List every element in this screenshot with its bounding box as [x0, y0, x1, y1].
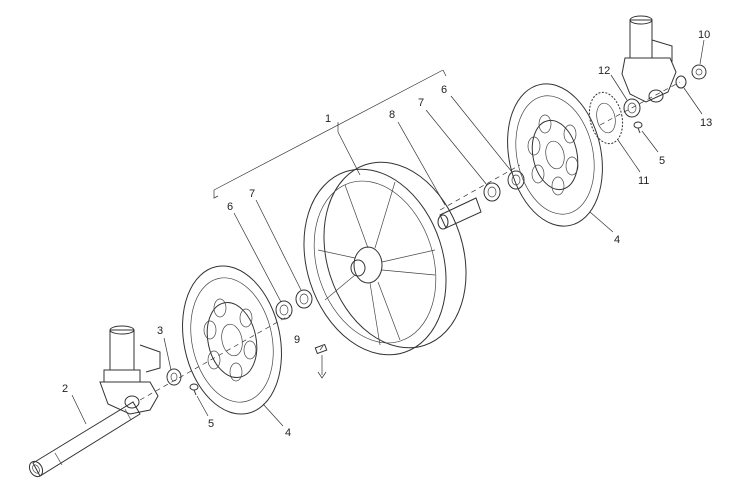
callout-4-left: 4: [285, 427, 291, 439]
callout-1: 1: [325, 113, 331, 125]
callout-7-right: 7: [418, 97, 424, 109]
callout-6-left: 6: [227, 201, 233, 213]
spacer-left: [166, 368, 182, 386]
callout-9: 9: [294, 334, 300, 346]
callout-7-left: 7: [249, 188, 255, 200]
callout-13: 13: [700, 117, 712, 129]
callout-4-right: 4: [614, 234, 620, 246]
right-seal: [507, 170, 525, 190]
valve: [314, 343, 328, 379]
callout-12: 12: [598, 65, 610, 77]
right-disc-screw: [633, 121, 643, 134]
leader-lines: [71, 39, 705, 427]
callout-8: 8: [389, 109, 395, 121]
callout-5-left: 5: [208, 418, 214, 430]
callout-10: 10: [698, 29, 710, 41]
left-bearing: [295, 289, 313, 309]
right-bearing: [483, 182, 501, 202]
left-fork-leg: [99, 325, 161, 415]
callout-11: 11: [638, 175, 649, 187]
front-axle: [28, 401, 141, 478]
callout-3: 3: [157, 325, 163, 337]
axis-lines: [139, 81, 681, 401]
spacer-tube: [437, 197, 482, 230]
right-fork-leg: [621, 15, 677, 103]
axle-nut: [691, 64, 707, 80]
right-spacer: [623, 98, 641, 118]
wheel-assembly-bracket: [213, 69, 447, 199]
phonic-wheel: [588, 91, 624, 145]
left-disc-screw: [189, 383, 199, 396]
callout-2: 2: [62, 383, 68, 395]
o-ring: [675, 75, 687, 89]
callout-6-right: 6: [441, 84, 447, 96]
left-brake-disc: [182, 265, 282, 415]
left-seal: [275, 300, 293, 320]
front-wheel-rim: [303, 161, 467, 356]
right-brake-disc: [507, 83, 603, 227]
callout-labels: 1 2 3 4 4 5 5 6 6 7 7 8 9 10 11 12 13: [62, 29, 712, 439]
callout-5-right: 5: [659, 155, 665, 167]
